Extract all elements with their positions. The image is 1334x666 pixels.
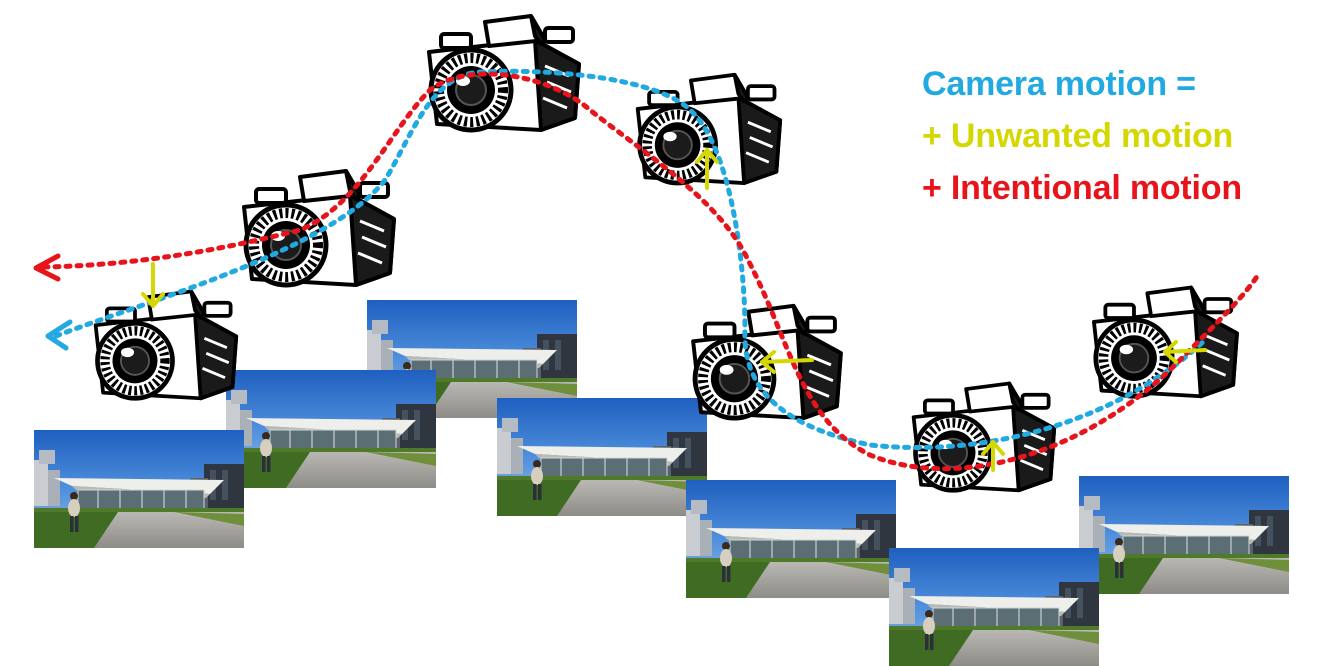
camera-motion-path — [53, 68, 1208, 450]
unwanted-motion-label: + Unwanted motion — [922, 117, 1234, 155]
unwanted-motion-arrow — [1163, 340, 1207, 364]
camera-icon — [1094, 288, 1237, 397]
camera-icon — [244, 171, 394, 285]
intentional-motion-path — [41, 71, 1261, 472]
motion-legend: Camera motion = + Unwanted motion + Inte… — [922, 58, 1242, 214]
unwanted-motion-arrow — [695, 148, 719, 190]
camera-motion-arrowhead — [45, 319, 73, 351]
video-frame — [226, 370, 436, 488]
video-frame — [497, 398, 707, 516]
unwanted-motion-arrow — [760, 350, 814, 374]
camera-motion-label: Camera motion = — [922, 65, 1196, 103]
video-frame — [686, 480, 896, 598]
unwanted-motion-arrow — [141, 262, 165, 308]
intentional-motion-label: + Intentional motion — [922, 169, 1242, 207]
unwanted-motion-arrows — [141, 148, 1207, 472]
camera-icon — [96, 291, 237, 398]
intentional-motion-arrowhead — [33, 253, 61, 282]
camera-icon — [914, 383, 1055, 490]
video-frame — [889, 548, 1099, 666]
video-frame — [34, 430, 244, 548]
unwanted-motion-arrow — [981, 440, 1005, 472]
video-frame — [1079, 476, 1289, 594]
